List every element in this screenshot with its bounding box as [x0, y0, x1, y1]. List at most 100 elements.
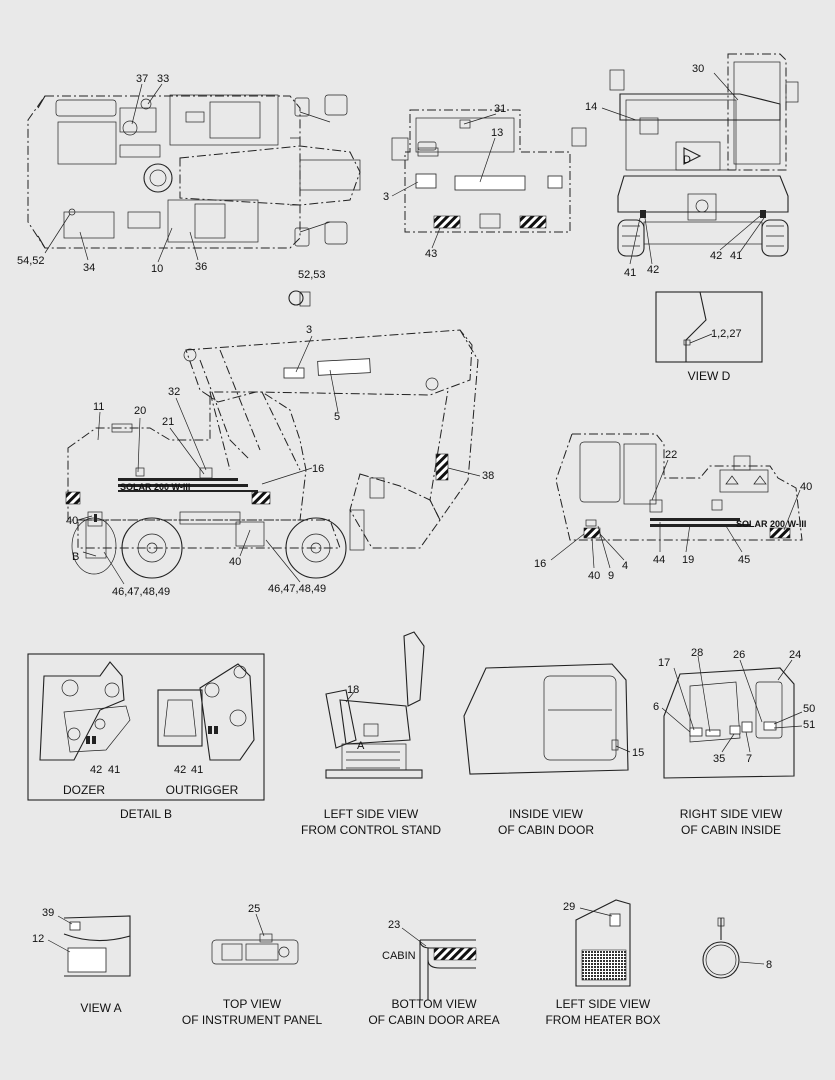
callout-43: 43	[425, 248, 437, 260]
decal-solar-left: SOLAR 200 W-III	[120, 482, 190, 492]
marker-b: B	[72, 551, 79, 563]
caption-outrigger: OUTRIGGER	[166, 783, 239, 797]
callout-18: 18	[347, 684, 359, 696]
callout-15: 15	[632, 747, 644, 759]
decal-cabin: CABIN	[382, 950, 416, 962]
decal-solar-right: SOLAR 200 W-III	[736, 519, 806, 529]
caption-view-a: VIEW A	[80, 1001, 121, 1015]
view-d-detail: 1,2,27 VIEW D	[655, 291, 763, 383]
front-view-machine: 30 14 41 42 42 41 D	[585, 53, 799, 279]
view-a-detail: 39 12 VIEW A	[32, 907, 131, 1015]
callout-5: 5	[334, 411, 340, 423]
callout-34: 34	[83, 262, 95, 274]
callout-14: 14	[585, 101, 597, 113]
caption-left-side-2: FROM CONTROL STAND	[301, 823, 441, 837]
callout-45: 45	[738, 554, 750, 566]
callout-16-right: 16	[534, 558, 546, 570]
cabin-door-bottom-view: 23 CABIN BOTTOM VIEW OF CABIN DOOR AREA	[368, 919, 499, 1027]
callout-40-left-2: 40	[229, 556, 241, 568]
callout-1-2-27: 1,2,27	[711, 328, 742, 340]
callout-41-left: 41	[624, 267, 636, 279]
caption-heater-1: LEFT SIDE VIEW	[556, 997, 651, 1011]
callout-19: 19	[682, 554, 694, 566]
callout-3-boom: 3	[306, 324, 312, 336]
rear-view-machine: 31 13 3 43	[383, 103, 587, 260]
callout-3-rear: 3	[383, 191, 389, 203]
caption-view-d: VIEW D	[688, 369, 731, 383]
caption-dozer: DOZER	[63, 783, 105, 797]
callout-52-53: 52,53	[298, 269, 326, 281]
callout-20: 20	[134, 405, 146, 417]
callout-42-right: 42	[710, 250, 722, 262]
caption-left-side-1: LEFT SIDE VIEW	[324, 807, 419, 821]
callout-51: 51	[803, 719, 815, 731]
callout-29: 29	[563, 901, 575, 913]
callout-41-outrigger: 41	[191, 764, 203, 776]
callout-41-dozer: 41	[108, 764, 120, 776]
top-view-machine: 37 33 54,52 34 10 36	[17, 73, 361, 275]
callout-4: 4	[622, 560, 628, 572]
callout-39: 39	[42, 907, 54, 919]
marker-d: D	[683, 154, 691, 166]
callout-9: 9	[608, 570, 614, 582]
callout-23: 23	[388, 919, 400, 931]
callout-40-right-2: 40	[588, 570, 600, 582]
callout-41-right: 41	[730, 250, 742, 262]
detail-b: 42 41 DOZER 42 41 OUTRIGGER DETAIL B	[27, 653, 265, 821]
callout-42-left: 42	[647, 264, 659, 276]
caption-detail-b: DETAIL B	[120, 807, 172, 821]
callout-7: 7	[746, 753, 752, 765]
callout-26: 26	[733, 649, 745, 661]
control-stand-view: 18 A LEFT SIDE VIEW FROM CONTROL STAND	[301, 631, 441, 837]
left-side-view-machine: SOLAR 200 W-III 3 5 11 20	[65, 324, 494, 598]
key-tag-detail: 52,53	[288, 269, 326, 307]
callout-54-52: 54,52	[17, 255, 45, 267]
caption-top-view-2: OF INSTRUMENT PANEL	[182, 1013, 323, 1027]
callout-44: 44	[653, 554, 665, 566]
callout-17: 17	[658, 657, 670, 669]
caption-inside-cabin-1: INSIDE VIEW	[509, 807, 584, 821]
caption-top-view-1: TOP VIEW	[223, 997, 282, 1011]
callout-22: 22	[665, 449, 677, 461]
callout-46-49-a: 46,47,48,49	[112, 586, 170, 598]
marker-a: A	[357, 740, 365, 752]
callout-24: 24	[789, 649, 801, 661]
callout-25: 25	[248, 903, 260, 915]
callout-30: 30	[692, 63, 704, 75]
callout-8: 8	[766, 959, 772, 971]
caption-right-side-2: OF CABIN INSIDE	[681, 823, 781, 837]
callout-40-right: 40	[800, 481, 812, 493]
callout-42-dozer: 42	[90, 764, 102, 776]
heater-box-view: 29 LEFT SIDE VIEW FROM HEATER BOX	[545, 899, 661, 1027]
callout-28: 28	[691, 647, 703, 659]
callout-38: 38	[482, 470, 494, 482]
right-side-view-upper: SOLAR 200 W-III 22 40 16 40 9 4 44 19 45	[534, 433, 812, 582]
caption-inside-cabin-2: OF CABIN DOOR	[498, 823, 594, 837]
callout-50: 50	[803, 703, 815, 715]
callout-31: 31	[494, 103, 506, 115]
cabin-door-inside-view: 15 INSIDE VIEW OF CABIN DOOR	[463, 663, 644, 837]
callout-35: 35	[713, 753, 725, 765]
callout-16-left: 16	[312, 463, 324, 475]
callout-6: 6	[653, 701, 659, 713]
key-ring-item: 8	[702, 917, 772, 979]
caption-bottom-view-2: OF CABIN DOOR AREA	[368, 1013, 499, 1027]
instrument-panel-top-view: 25 TOP VIEW OF INSTRUMENT PANEL	[182, 903, 323, 1027]
caption-heater-2: FROM HEATER BOX	[545, 1013, 660, 1027]
callout-46-49-b: 46,47,48,49	[268, 583, 326, 595]
callout-42-outrigger: 42	[174, 764, 186, 776]
callout-12: 12	[32, 933, 44, 945]
callout-33: 33	[157, 73, 169, 85]
caption-right-side-1: RIGHT SIDE VIEW	[680, 807, 783, 821]
caption-bottom-view-1: BOTTOM VIEW	[391, 997, 477, 1011]
callout-21: 21	[162, 416, 174, 428]
cabin-inside-right-view: 17 28 26 24 6 50 51 35 7 RIGHT SIDE VIEW…	[653, 647, 815, 837]
callout-10: 10	[151, 263, 163, 275]
callout-36: 36	[195, 261, 207, 273]
callout-40-left-1: 40	[66, 515, 78, 527]
callout-37: 37	[136, 73, 148, 85]
callout-11: 11	[93, 401, 104, 413]
callout-32: 32	[168, 386, 180, 398]
